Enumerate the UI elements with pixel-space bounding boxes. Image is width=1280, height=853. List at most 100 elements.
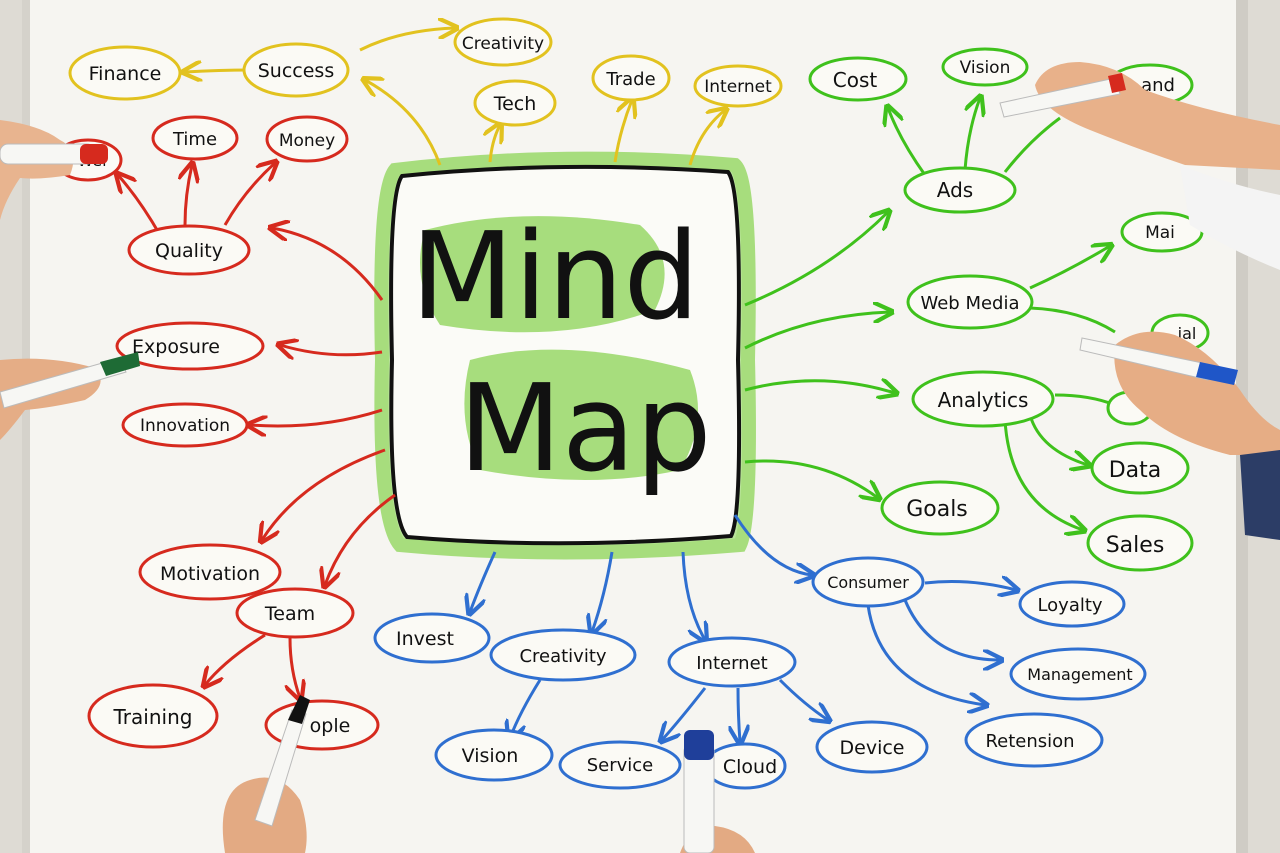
red-marker-top-right-cap [1108, 73, 1126, 93]
connector-center-to-tech [490, 125, 500, 163]
node-internet-top: Internet [693, 64, 783, 108]
connector-quality-to-time [185, 165, 192, 226]
node-vision-top: Vision [941, 47, 1029, 87]
connector-center-to-motivation [262, 448, 386, 540]
node-ads-label: Ads [937, 178, 973, 202]
blue-marker-bottom [683, 744, 715, 853]
node-data: Data [1090, 441, 1190, 495]
node-motivation: Motivation [138, 543, 282, 601]
connector-center-to-ads [744, 212, 888, 307]
map-highlight [464, 349, 698, 480]
node-vision-bottom: Vision [434, 728, 554, 782]
node-tech: Tech [473, 79, 557, 127]
node-analytics: Analytics [911, 370, 1055, 428]
center-node: Mind Map [374, 151, 756, 560]
mind-highlight [420, 216, 665, 333]
node-team: Team [235, 587, 355, 639]
node-trade: Trade [591, 54, 671, 102]
node-cloud: Cloud [703, 742, 787, 790]
node-device: Device [815, 720, 929, 774]
node-people-label: ople [310, 715, 351, 737]
node-training: Training [87, 683, 219, 749]
blue-marker-right-cap [1196, 362, 1238, 385]
hand-left [0, 352, 140, 440]
connector-analytics-to-sales [1003, 419, 1083, 530]
node-vision-top-label: Vision [960, 58, 1011, 78]
red-connectors [118, 163, 396, 698]
node-internet-top-label: Internet [704, 77, 772, 97]
node-creativity-top-label: Creativity [462, 34, 544, 54]
node-exposure: Exposure [115, 321, 265, 371]
red-marker-top-right [999, 77, 1121, 118]
connector-center-to-goals [744, 459, 878, 498]
connector-team-to-people [290, 637, 300, 698]
connector-internet-to-cloud [738, 687, 740, 742]
hand-top-left [0, 120, 108, 220]
connector-center-to-internet [688, 110, 725, 166]
hand-top-right [999, 62, 1280, 270]
blue-marker-right [1079, 337, 1213, 381]
node-goals-label: Goals [906, 497, 968, 522]
node-brand-label: and [1141, 75, 1175, 96]
node-quality-label: Quality [155, 240, 223, 262]
node-vision-bottom-label: Vision [462, 745, 519, 767]
board-frame-left [22, 0, 30, 853]
connector-webmedia-to-social [1029, 306, 1116, 334]
node-data-label: Data [1109, 458, 1162, 483]
connector-webmedia-to-mail [1029, 246, 1110, 290]
black-marker-bottom [254, 709, 307, 827]
connector-internet-to-device [778, 678, 828, 720]
yellow-nodes: Finance Success Creativity Tech Trade In… [68, 17, 783, 127]
connector-ads-to-brand [1003, 116, 1061, 173]
connector-ads-to-vision [963, 98, 980, 171]
node-service: Service [558, 740, 682, 790]
connector-analytics-to-data [1028, 414, 1088, 465]
red-marker-top-left-tip [80, 144, 108, 164]
node-goals: Goals [880, 480, 1000, 536]
node-cost: Cost [808, 56, 908, 102]
connector-quality-to-money [223, 163, 275, 226]
hand-right [1079, 331, 1280, 540]
node-invest: Invest [373, 612, 491, 664]
center-title-map: Map [458, 360, 711, 499]
node-quality: Quality [127, 224, 251, 276]
node-team-label: Team [264, 603, 315, 625]
node-invest-label: Invest [396, 628, 454, 650]
node-internet-bottom: Internet [667, 636, 797, 688]
blue-nodes: Invest Creativity Internet Consumer Loya… [373, 556, 1147, 790]
hand-bottom-center [680, 730, 755, 853]
node-creativity-bottom: Creativity [489, 628, 637, 682]
node-loyalty-label: Loyalty [1037, 595, 1102, 616]
node-success-label: Success [258, 60, 334, 82]
node-device-label: Device [840, 737, 905, 759]
hand-bottom [222, 695, 310, 853]
node-cloud-label: Cloud [723, 756, 777, 778]
connector-center-to-creativity [592, 551, 614, 632]
node-retension: Retension [964, 712, 1104, 768]
node-innovation: Innovation [121, 402, 249, 448]
connector-consumer-to-loyalty [924, 582, 1016, 590]
connector-center-to-internet [681, 551, 705, 640]
node-cost-label: Cost [833, 68, 878, 92]
node-loyalty: Loyalty [1018, 580, 1126, 628]
node-management: Management [1009, 647, 1147, 701]
node-trade-label: Trade [605, 69, 655, 90]
connector-center-to-analytics [744, 381, 895, 393]
connector-center-to-team [325, 493, 396, 585]
node-tech-label: Tech [493, 93, 537, 115]
connector-center-to-exposure [280, 345, 383, 355]
node-motivation-label: Motivation [160, 563, 260, 585]
node-exposure-label: Exposure [132, 336, 220, 358]
center-title-mind: Mind [410, 208, 699, 347]
sleeve-right [1240, 450, 1280, 540]
node-sales-label: Sales [1106, 533, 1165, 558]
connector-center-to-success [365, 80, 442, 166]
connector-success-to-creativity [359, 28, 455, 52]
node-creativity-top: Creativity [453, 17, 553, 67]
yellow-connectors [185, 28, 725, 166]
node-webmedia-label: Web Media [920, 293, 1019, 314]
node-analytics-label: Analytics [938, 388, 1029, 412]
blue-connectors [470, 514, 1016, 742]
